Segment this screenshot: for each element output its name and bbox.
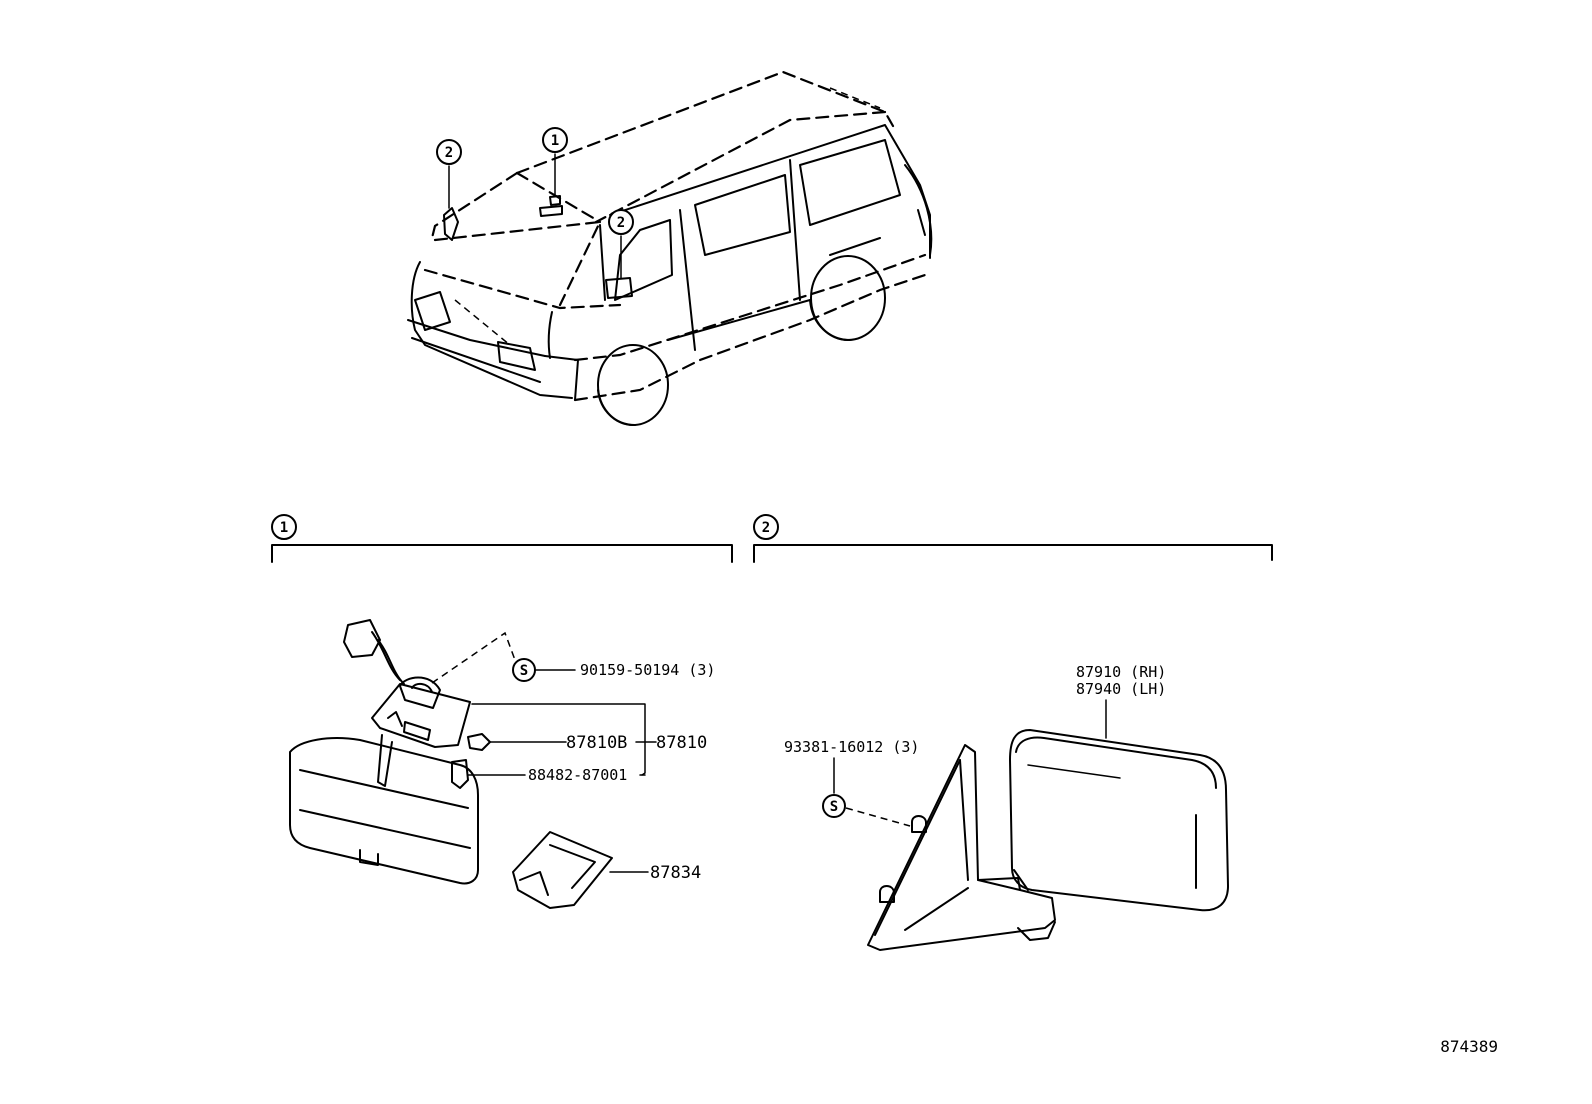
- van-callout-1: 1: [542, 127, 568, 197]
- part-number-screw-1: 90159-50194 (3): [580, 661, 715, 679]
- label-screw-90159: S 90159-50194 (3): [512, 658, 715, 682]
- part-number-assembly: 87810: [656, 733, 707, 753]
- section-2-bracket: 2: [753, 514, 1273, 563]
- part-number-clip: 88482-87001: [528, 766, 627, 784]
- label-clip-88482: 88482-87001: [467, 766, 646, 784]
- label-assembly-87810: 87810B 87810: [471, 703, 707, 776]
- callout-2-label-right: 2: [617, 215, 625, 231]
- part-number-mirror-rh: 87910 (RH): [1076, 663, 1166, 681]
- part-number-bulb: 87810B: [566, 733, 627, 753]
- van-callout-2-right: 2: [608, 209, 634, 279]
- part-number-mirror-lh: 87940 (LH): [1076, 680, 1166, 698]
- section-1-bracket: 1: [271, 514, 733, 563]
- van-outline: [407, 70, 933, 426]
- label-cover-87834: 87834: [609, 863, 701, 883]
- section-2-number: 2: [762, 520, 770, 536]
- section-1-number: 1: [280, 520, 288, 536]
- document-id: 874389: [1440, 1037, 1498, 1056]
- van-callout-2-left: 2: [436, 139, 462, 209]
- screw-symbol-2: S: [830, 799, 838, 815]
- callout-1-label: 1: [551, 133, 559, 149]
- part-number-screw-2: 93381-16012 (3): [784, 738, 919, 756]
- label-screw-93381: 93381-16012 (3) S: [784, 738, 919, 827]
- interior-mirror-drawing: [289, 619, 613, 909]
- part-number-cover: 87834: [650, 863, 701, 883]
- label-mirror-87910: 87910 (RH) 87940 (LH): [1076, 663, 1166, 739]
- screw-symbol-1: S: [520, 663, 528, 679]
- callout-2-label-left: 2: [445, 145, 453, 161]
- outer-mirror-drawing: [867, 729, 1229, 951]
